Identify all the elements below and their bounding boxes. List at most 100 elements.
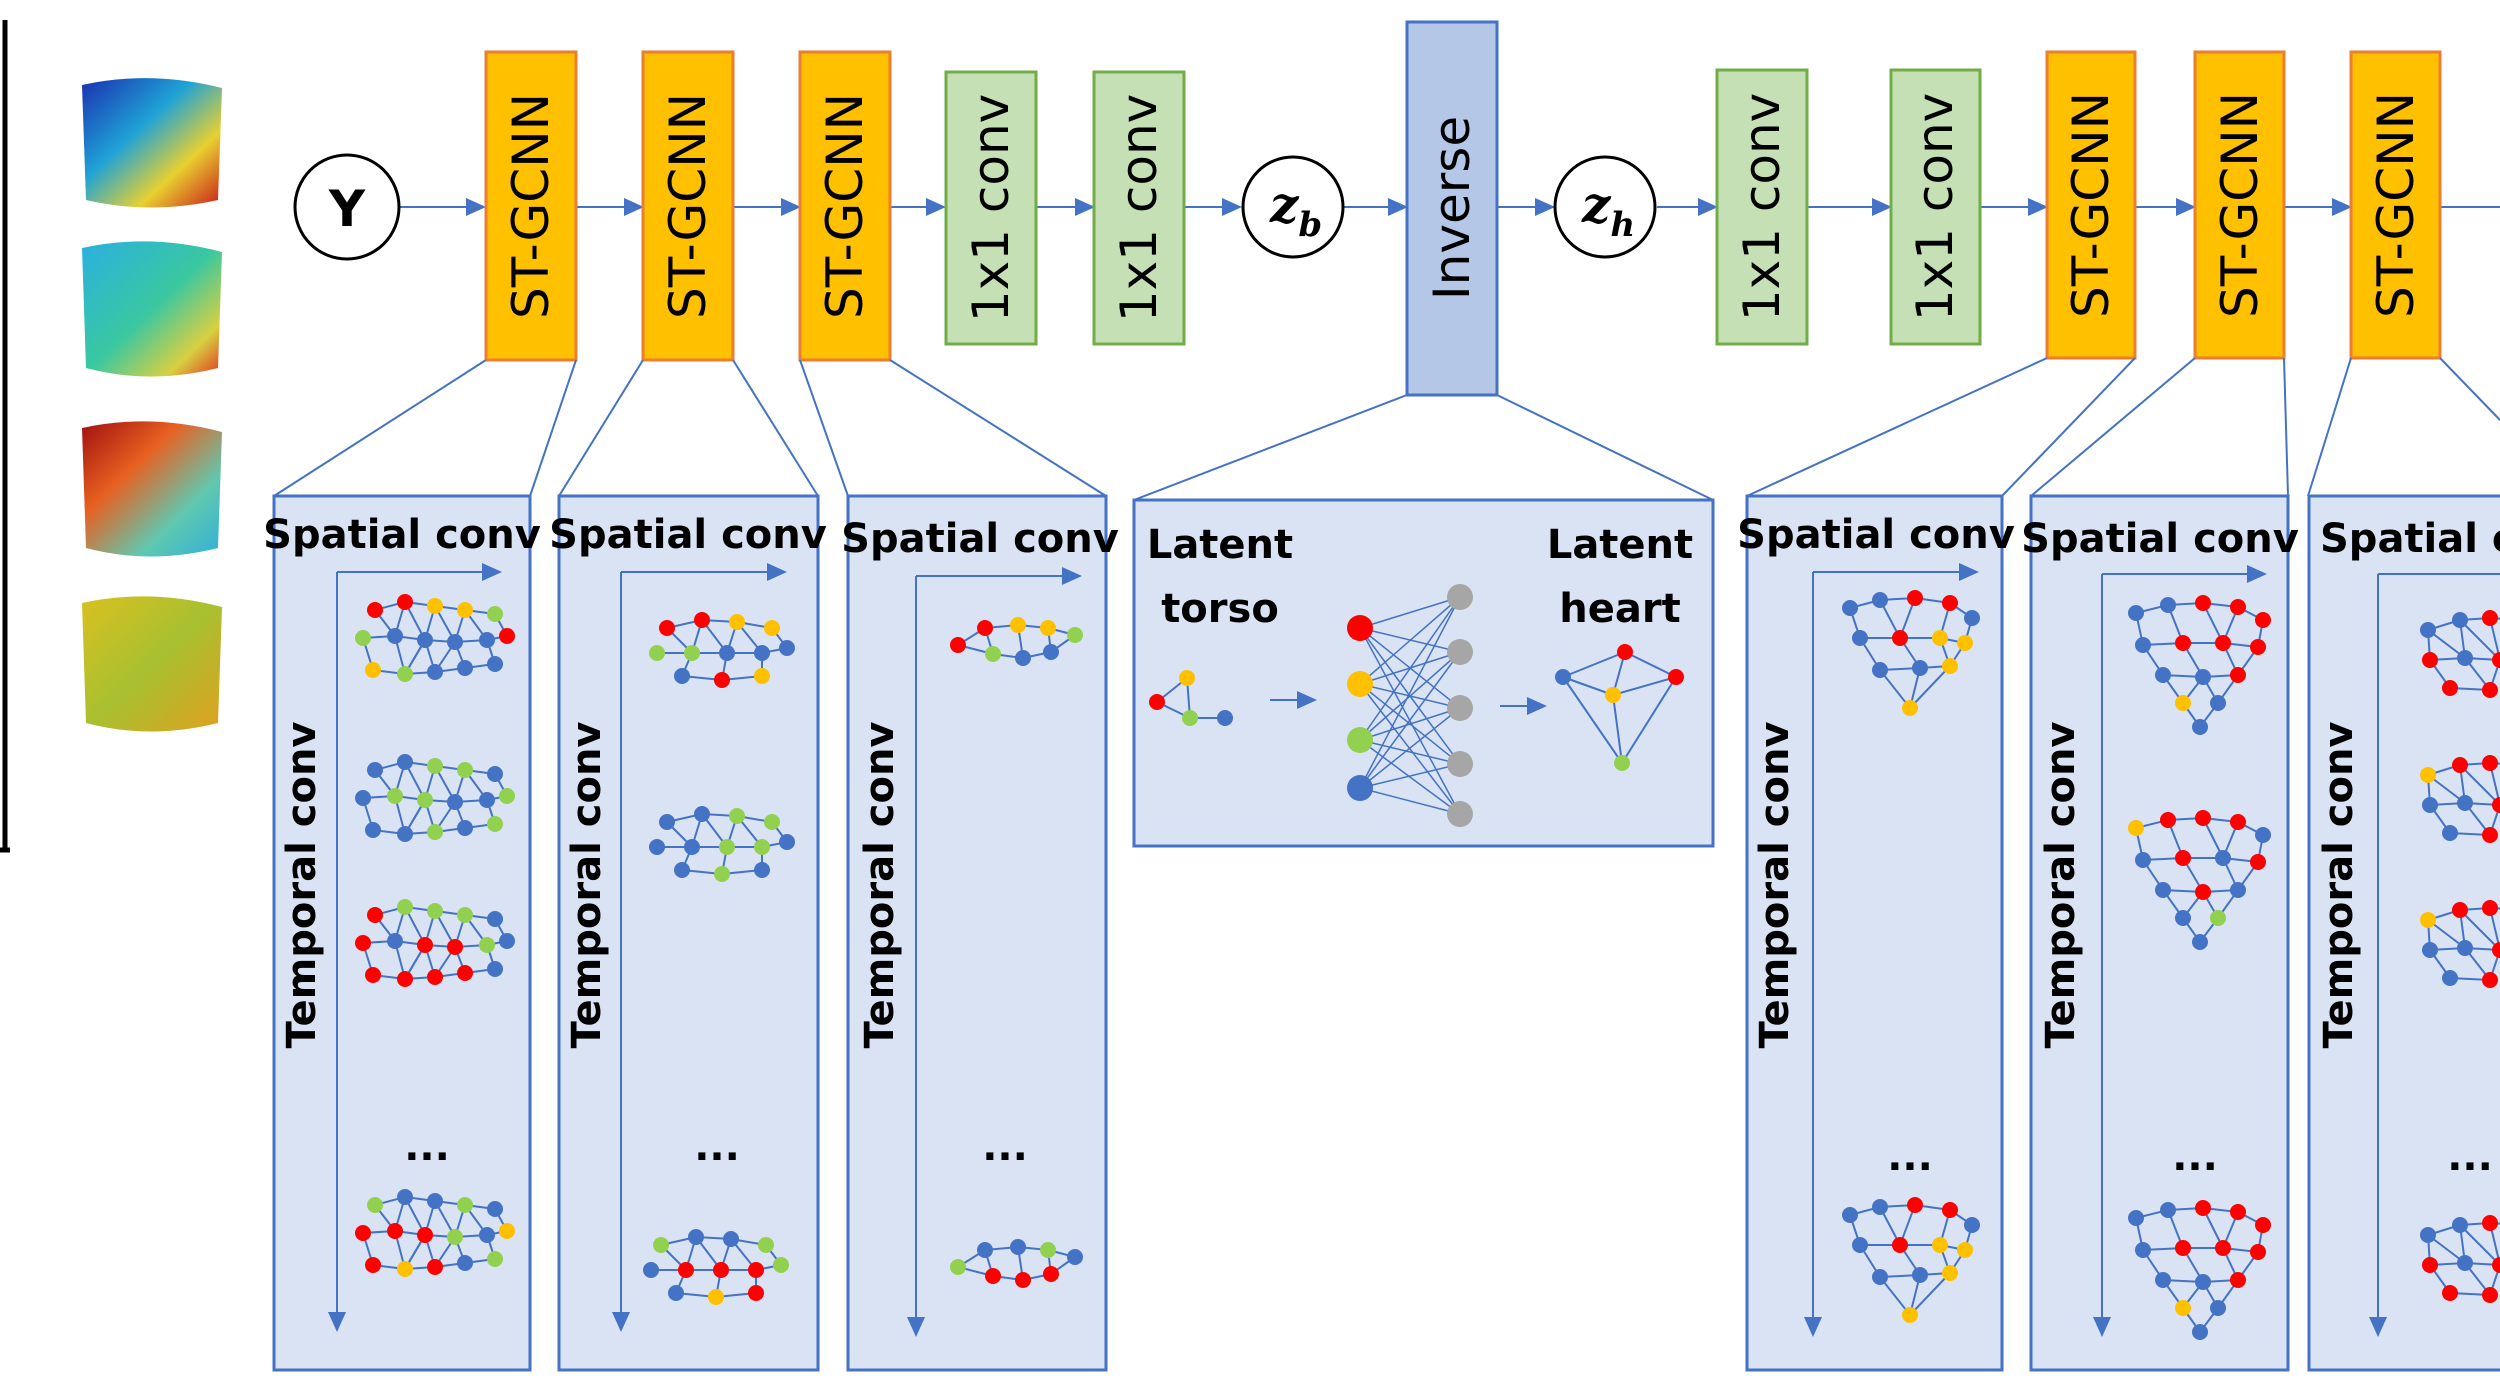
encoder-stgcnn-label-2: ST-GCNN: [659, 93, 717, 319]
graph-node: [2422, 942, 2438, 958]
network-output-node: [1447, 639, 1473, 665]
graph-node: [1217, 710, 1233, 726]
network-edge: [1359, 707, 1461, 741]
network-edge: [1359, 596, 1461, 629]
torso-heatmap-3: [82, 421, 222, 557]
graph-node: [2492, 797, 2500, 813]
graph-node: [2175, 1300, 2191, 1316]
graph-node: [714, 866, 730, 882]
temporal-conv-label: Temporal conv: [2038, 722, 2084, 1049]
graph-node: [1179, 670, 1195, 686]
graph-node: [1067, 1249, 1083, 1265]
graph-node: [2192, 934, 2208, 950]
graph-node: [2195, 669, 2211, 685]
input-node-y: [293, 153, 401, 261]
graph-edge: [2459, 619, 2500, 661]
graph-node: [2482, 610, 2498, 626]
graph-node: [748, 1285, 764, 1301]
graph-node: [2195, 1200, 2211, 1216]
graph-node: [2255, 827, 2271, 843]
graph-node: [2230, 1272, 2246, 1288]
graph-node: [2452, 1217, 2468, 1233]
graph-node: [668, 1285, 684, 1301]
mini-graph: [2128, 810, 2271, 950]
encoder-stgcnn-label-3: ST-GCNN: [816, 93, 874, 319]
graph-node: [365, 967, 381, 983]
mini-graph: [643, 1229, 789, 1305]
graph-node: [2192, 1324, 2208, 1340]
decoder-panel-1: Spatial conv Temporal conv ...: [1737, 494, 2015, 1372]
graph-node: [417, 937, 433, 953]
graph-node: [397, 971, 413, 987]
graph-node: [1942, 595, 1958, 611]
graph-node: [1043, 1266, 1059, 1282]
latent-node-zh: [1553, 155, 1657, 259]
graph-node: [457, 602, 473, 618]
graph-node: [479, 937, 495, 953]
graph-node: [365, 662, 381, 678]
graph-node: [773, 1257, 789, 1273]
graph-node: [694, 612, 710, 628]
graph-node: [754, 839, 770, 855]
graph-node: [367, 602, 383, 618]
spatial-conv-label: Spatial conv: [549, 512, 827, 558]
graph-node: [387, 1223, 403, 1239]
graph-node: [2215, 635, 2231, 651]
ellipsis-label: ...: [694, 1124, 740, 1170]
torso-heatmap-1: [82, 78, 222, 208]
graph-node: [678, 1262, 694, 1278]
graph-node: [1852, 1237, 1868, 1253]
mini-graph: [2420, 900, 2500, 988]
mini-graph: [1842, 1197, 1980, 1323]
graph-node: [723, 1231, 739, 1247]
graph-node: [764, 620, 780, 636]
graph-node: [457, 820, 473, 836]
graph-node: [1842, 1207, 1858, 1223]
ellipsis-label: ...: [1887, 1134, 1933, 1180]
graph-node: [499, 628, 515, 644]
graph-edge: [2459, 764, 2500, 806]
graph-node: [2175, 695, 2191, 711]
graph-node: [1872, 662, 1888, 678]
graph-node: [2492, 1257, 2500, 1273]
graph-node: [1605, 687, 1621, 703]
graph-edge: [1909, 665, 1951, 709]
mini-graph: [2420, 610, 2500, 698]
graph-node: [487, 1201, 503, 1217]
graph-node: [2442, 970, 2458, 986]
encoder-stgcnn-block-1: [484, 50, 578, 362]
callout-lines: [273, 357, 2500, 501]
ellipsis-label: ...: [2172, 1134, 2218, 1180]
graph-node: [2420, 622, 2436, 638]
network-output-node: [1447, 584, 1473, 610]
temporal-conv-label: Temporal conv: [2316, 722, 2362, 1049]
mini-graph: [649, 806, 795, 882]
graph-node: [2230, 882, 2246, 898]
graph-node: [1555, 669, 1571, 685]
graph-node: [365, 1257, 381, 1273]
graph-node: [2482, 827, 2498, 843]
network-edge: [1359, 707, 1461, 789]
graph-node: [355, 630, 371, 646]
graph-node: [447, 939, 463, 955]
graph-node: [1902, 700, 1918, 716]
graph-node: [659, 814, 675, 830]
mini-graph: [2128, 595, 2271, 735]
graph-node: [950, 1259, 966, 1275]
decoder-stgcnn-label-1: ST-GCNN: [2062, 92, 2120, 318]
graph-node: [397, 594, 413, 610]
graph-edge: [1562, 651, 1626, 678]
graph-node: [2482, 1215, 2498, 1231]
graph-node: [2442, 680, 2458, 696]
graph-node: [2420, 1227, 2436, 1243]
graph-node: [729, 614, 745, 630]
graph-node: [2452, 757, 2468, 773]
mini-graph: [355, 754, 515, 842]
graph-node: [457, 965, 473, 981]
graph-node: [2457, 650, 2473, 666]
graph-node: [1043, 644, 1059, 660]
graph-node: [649, 645, 665, 661]
decoder-conv1x1-block-2: [1889, 68, 1982, 346]
graph-node: [1964, 1217, 1980, 1233]
graph-node: [1964, 610, 1980, 626]
